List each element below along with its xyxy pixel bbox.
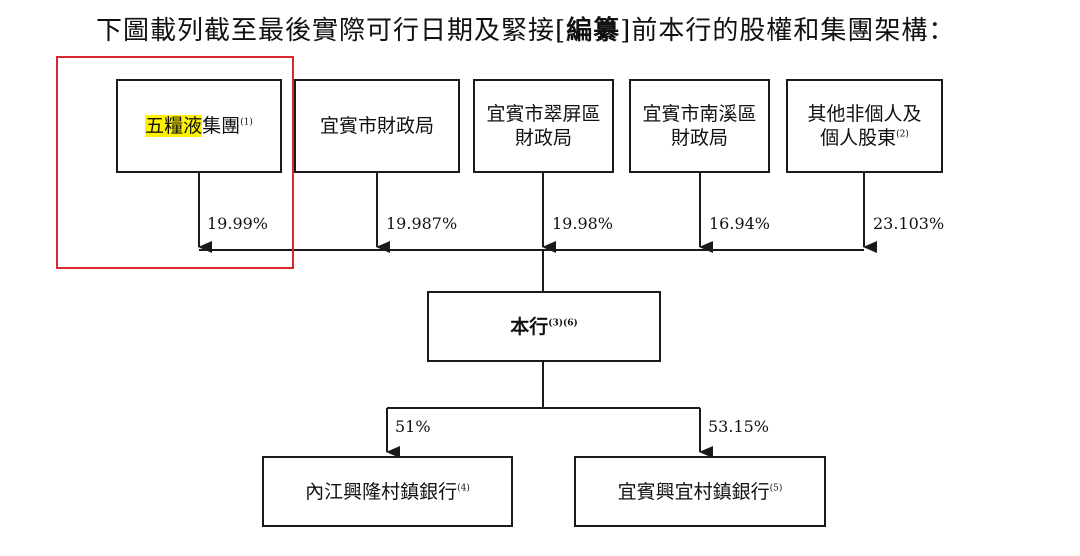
pct-subsidiary-2: 53.15% — [708, 417, 770, 436]
shareholder-name-line1: 其他非個人及 — [807, 103, 922, 125]
footnote-marker: (4) — [457, 483, 470, 494]
shareholder-box-cuiping-finance: 宜賓市翠屏區 財政局 — [473, 79, 614, 173]
center-box-bank: 本行(3)(6) — [427, 291, 661, 362]
center-name: 本行 — [510, 315, 549, 338]
footnote-marker: (1) — [240, 117, 253, 128]
shareholder-name-line1: 宜賓市翠屏區 — [486, 103, 601, 125]
highlighted-text: 五糧液 — [145, 115, 203, 137]
shareholder-name-line2: 個人股東 — [820, 127, 897, 149]
subsidiary-box-yibin-xingyi: 宜賓興宜村鎮銀行(5) — [574, 456, 826, 527]
footnote-marker: (3)(6) — [548, 318, 578, 329]
shareholder-name: 集團 — [202, 115, 241, 137]
shareholder-box-others: 其他非個人及 個人股東(2) — [786, 79, 943, 173]
heading-bold: 編纂 — [566, 16, 621, 46]
pct-shareholder-3: 19.98% — [552, 214, 614, 233]
subsidiary-name: 內江興隆村鎮銀行 — [305, 480, 458, 503]
pct-shareholder-4: 16.94% — [709, 214, 771, 233]
highlight-frame — [56, 56, 294, 269]
shareholder-name: 宜賓市財政局 — [319, 115, 434, 137]
pct-shareholder-5: 23.103% — [873, 214, 945, 233]
pct-shareholder-1: 19.99% — [207, 214, 269, 233]
footnote-marker: (5) — [769, 483, 783, 494]
subsidiary-name: 宜賓興宜村鎮銀行 — [617, 480, 770, 503]
heading-pre: 下圖載列截至最後實際可行日期及緊接[ — [96, 16, 567, 46]
diagram-heading: 下圖載列截至最後實際可行日期及緊接[編纂]前本行的股權和集團架構： — [96, 14, 955, 48]
pct-subsidiary-1: 51% — [395, 417, 431, 436]
pct-shareholder-2: 19.987% — [386, 214, 458, 233]
shareholder-box-nanxi-finance: 宜賓市南溪區 財政局 — [629, 79, 770, 173]
shareholder-name-line2: 財政局 — [514, 127, 572, 149]
shareholder-box-wuliangye: 五糧液集團(1) — [116, 79, 282, 173]
shareholder-name-line1: 宜賓市南溪區 — [642, 103, 757, 125]
subsidiary-box-neijiang: 內江興隆村鎮銀行(4) — [262, 456, 513, 527]
heading-post: ]前本行的股權和集團架構： — [620, 16, 956, 46]
shareholder-box-yibin-finance: 宜賓市財政局 — [294, 79, 460, 173]
shareholder-name-line2: 財政局 — [670, 127, 728, 149]
footnote-marker: (2) — [896, 129, 909, 140]
